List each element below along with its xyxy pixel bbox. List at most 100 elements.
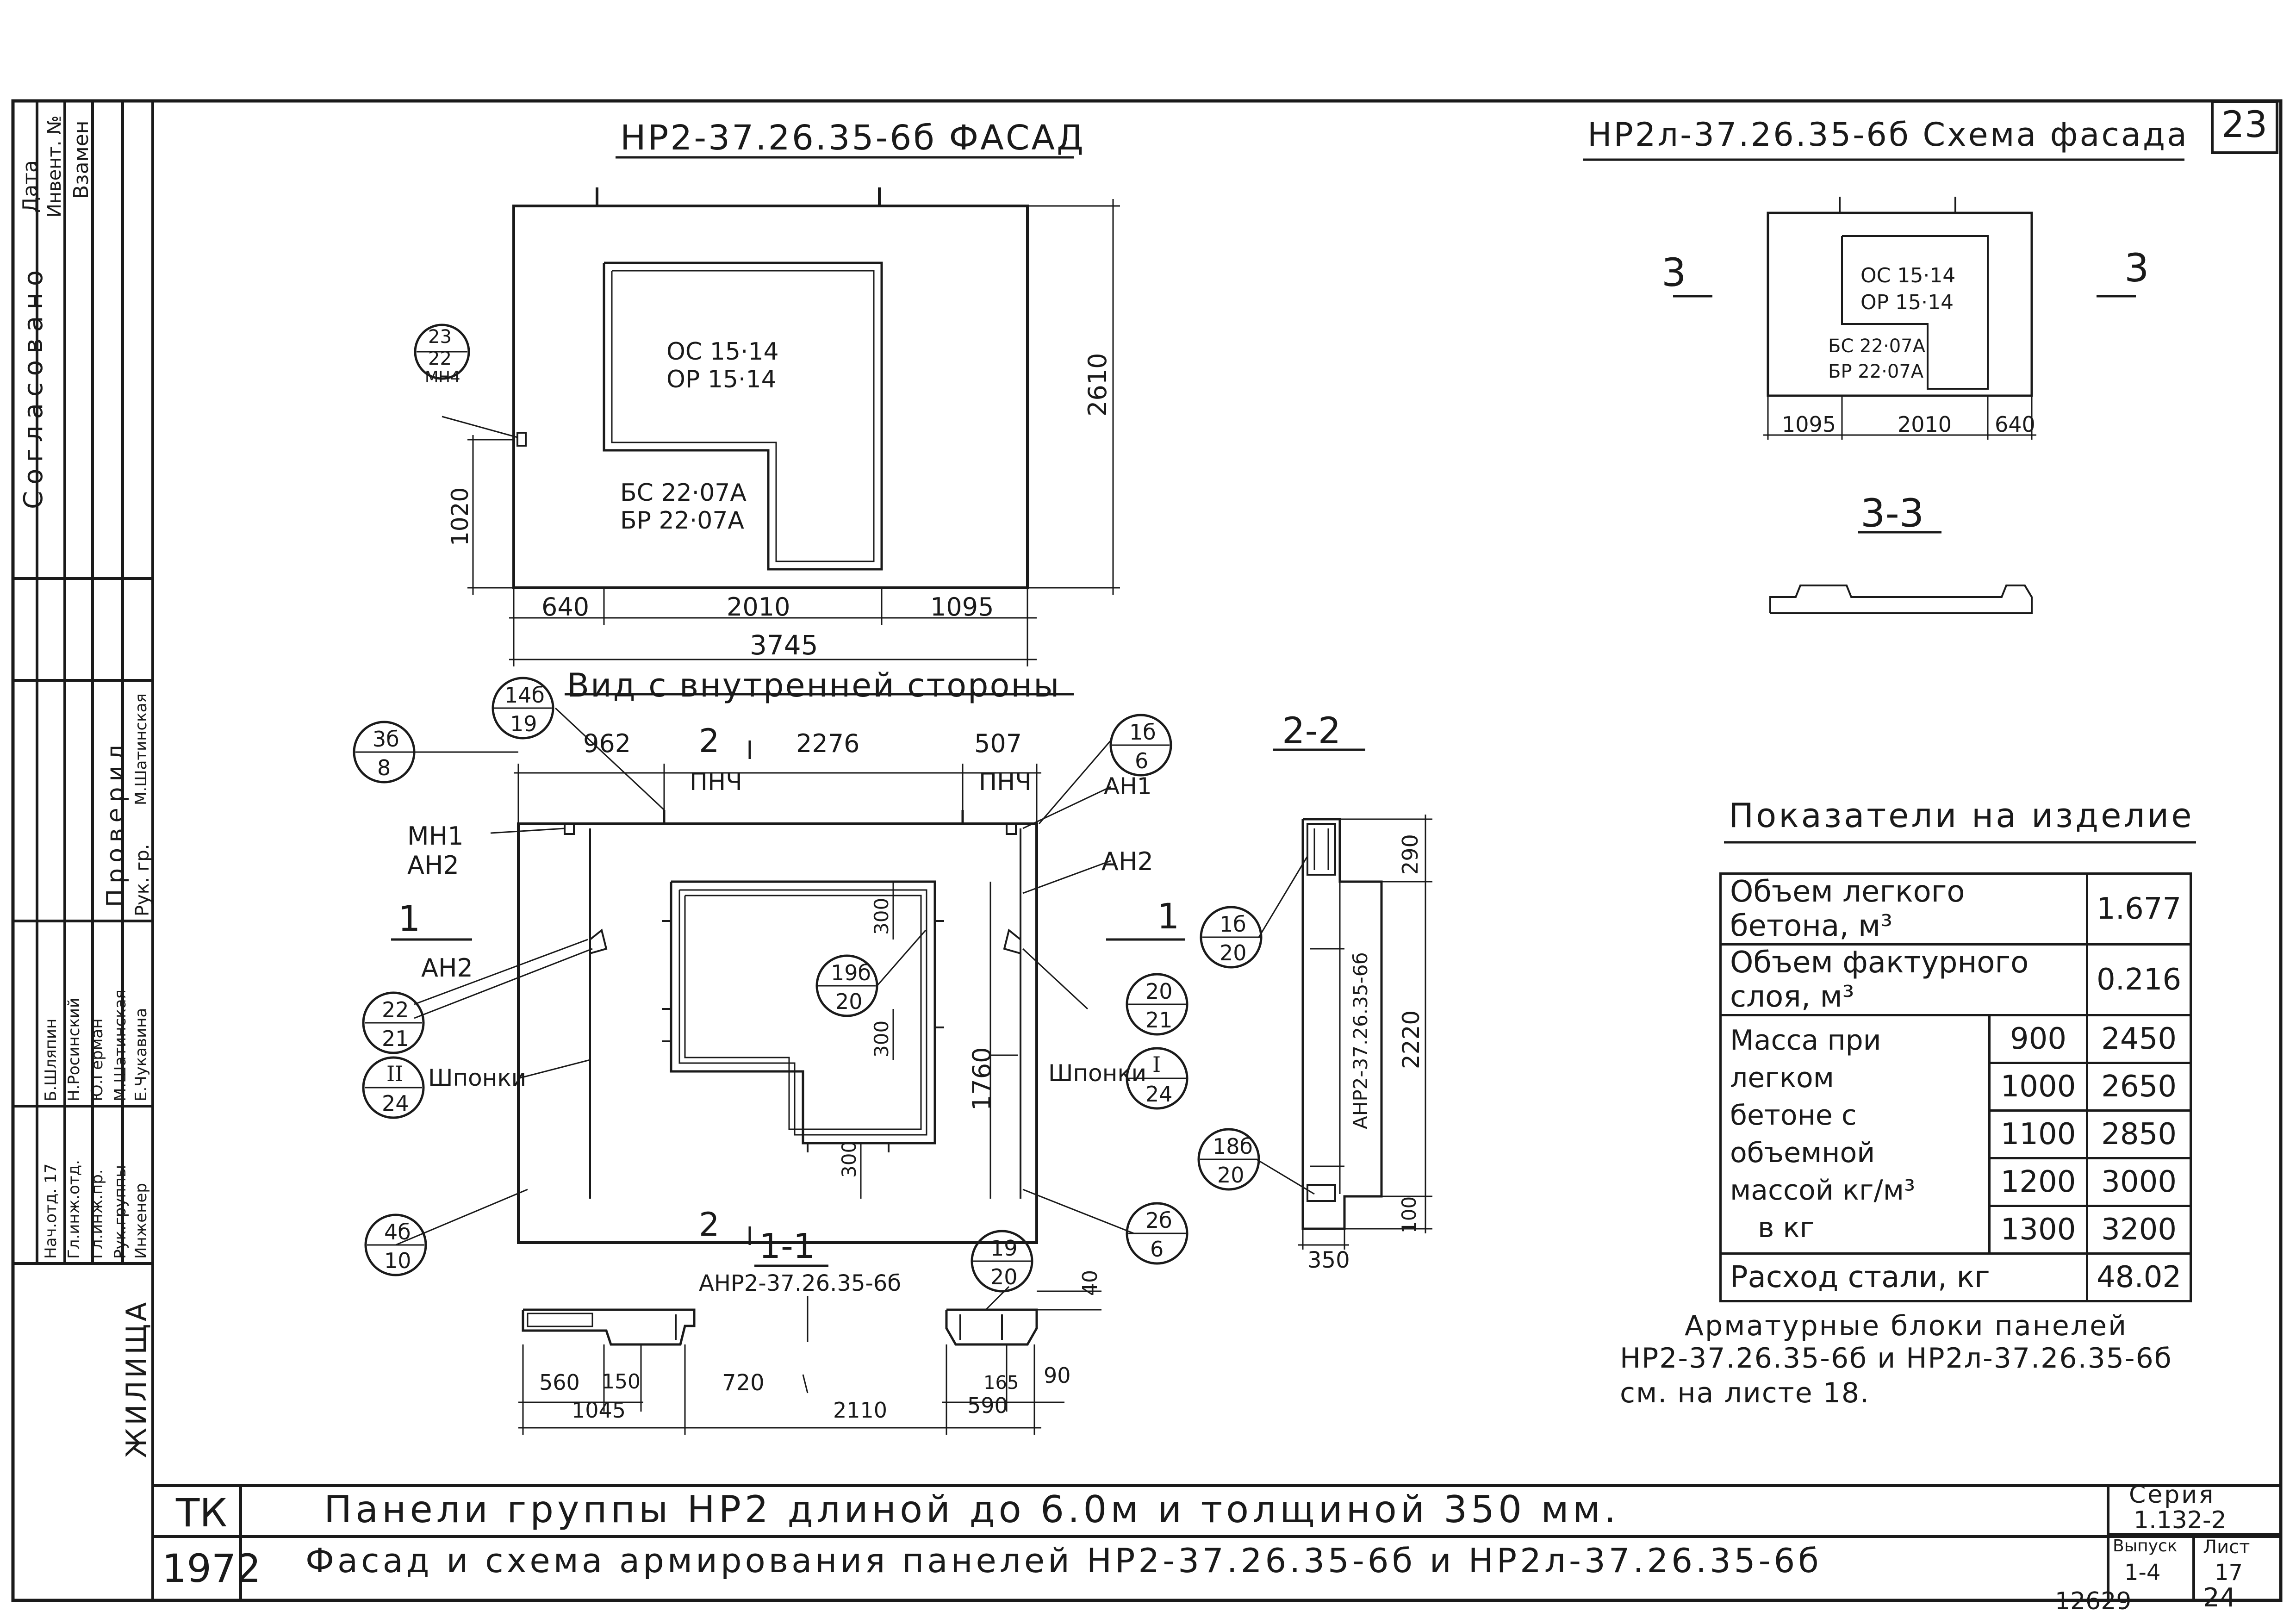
- section-1-right: 1: [1157, 896, 1180, 937]
- callout-22-top: 22: [382, 997, 409, 1022]
- dim-290: 290: [1398, 834, 1423, 875]
- inner-title: Вид с внутренней стороны: [567, 666, 1061, 704]
- stamp-inventory: Инвент. №: [44, 115, 65, 218]
- dim-2220: 2220: [1398, 1010, 1425, 1069]
- section-3-3-title: 3-3: [1860, 491, 1924, 536]
- dim-2010: 2010: [727, 592, 790, 622]
- sheet-value: 17: [2215, 1560, 2243, 1586]
- callout-14b-top: 14б: [504, 683, 545, 708]
- stamp-role-5: Инженер: [132, 1183, 150, 1259]
- stamp-date: Дата: [19, 160, 42, 213]
- dim-2610: 2610: [1083, 353, 1112, 417]
- dim-150: 150: [602, 1370, 641, 1394]
- mass-cell: 3000: [2085, 1157, 2192, 1207]
- mass-label-line: Масса при легком: [1730, 1024, 1881, 1094]
- table-row: 1000 2650: [1721, 1062, 2192, 1112]
- row-value: 1.677: [2085, 872, 2192, 946]
- table-row: 1300 3200: [1721, 1205, 2192, 1255]
- section-1-1-title: 1-1: [759, 1226, 815, 1266]
- stamp-name-4: М.Шатинская: [111, 989, 130, 1101]
- row-value: 0.216: [2085, 943, 2192, 1016]
- title-block-line-1: Панели группы НР2 длиной до 6.0м и толщи…: [324, 1488, 1620, 1531]
- mass-cell: 2650: [2085, 1062, 2192, 1112]
- label-an2-right: АН2: [1101, 847, 1153, 876]
- dim-40: 40: [1078, 1270, 1102, 1296]
- stamp-agreed: Согласовано: [19, 263, 49, 509]
- facade-door-label: БС 22·07А: [620, 479, 747, 507]
- dim-1045: 1045: [572, 1398, 626, 1423]
- sheet-number: 23: [2221, 104, 2268, 146]
- callout-I-bottom: 24: [1145, 1082, 1173, 1107]
- scheme-window-label: ОС 15·14: [1860, 264, 1956, 287]
- callout-II-top: II: [386, 1061, 404, 1086]
- dim-1020: 1020: [447, 487, 473, 546]
- section-2-top: 2: [699, 722, 720, 760]
- inner-dim-1760: 1760: [967, 1047, 996, 1111]
- title-block-year: 1972: [162, 1546, 261, 1591]
- inner-dim-507: 507: [974, 729, 1022, 758]
- callout-20-bottom: 21: [1145, 1008, 1173, 1033]
- label-shponki-right: Шпонки: [1048, 1060, 1147, 1087]
- table-row: 1100 2850: [1721, 1109, 2192, 1159]
- inner-dim-300-a: 300: [870, 897, 893, 935]
- callout-1b-bottom: 6: [1135, 748, 1149, 773]
- dim-590: 590: [967, 1393, 1008, 1418]
- stamp-name-1: Б.Шляпин: [42, 1018, 60, 1101]
- mass-cell: 2450: [2085, 1014, 2192, 1064]
- issue-label: Выпуск: [2113, 1537, 2178, 1556]
- table-row: Объем легкого бетона, м³ 1.677: [1719, 872, 2192, 946]
- issue-value: 1-4: [2124, 1560, 2161, 1586]
- stamp-role-4: Рук.группы: [111, 1165, 130, 1259]
- callout-19b-top: 19б: [831, 960, 871, 985]
- indicators-title: Показатели на изделие: [1729, 796, 2194, 835]
- dim-165: 165: [983, 1372, 1019, 1394]
- callout-19b-bottom: 20: [835, 989, 863, 1014]
- label-an2-left: АН2: [407, 851, 459, 880]
- callout-18b-top: 18б: [1213, 1134, 1253, 1159]
- density-cell: 1100: [1988, 1109, 2088, 1159]
- callout-22-bottom: 21: [382, 1026, 409, 1051]
- dim-640: 640: [541, 592, 590, 622]
- sheet-label: Лист: [2203, 1537, 2250, 1558]
- callout-2b-bottom: 6: [1150, 1237, 1164, 1262]
- title-block-tk: ТК: [176, 1490, 227, 1536]
- facade-window-label-2: ОР 15·14: [666, 366, 777, 393]
- mass-label-line: массой кг/м³: [1730, 1174, 1916, 1207]
- section-1-left: 1: [398, 898, 421, 939]
- callout-II-bottom: 24: [382, 1091, 409, 1116]
- table-row: Масса при легком бетоне с объемной массо…: [1719, 1014, 2192, 1255]
- callout-23-bottom: МН4: [425, 368, 460, 386]
- facade-title: НР2-37.26.35-6б ФАСАД: [620, 118, 1085, 158]
- pnch-left-label: ПНЧ: [690, 768, 742, 796]
- dim-2110: 2110: [833, 1398, 888, 1423]
- mass-label-line: бетоне с объемной: [1730, 1099, 1875, 1169]
- section-3-left: 3: [1661, 250, 1686, 295]
- callout-1b20-top: 1б: [1220, 912, 1246, 937]
- mass-cell: 2850: [2085, 1109, 2192, 1159]
- label-an2-left-lower: АН2: [421, 953, 473, 983]
- density-cell: 1000: [1988, 1062, 2088, 1112]
- series-value: 1.132-2: [2134, 1506, 2227, 1534]
- table-row: 1200 3000: [1721, 1157, 2192, 1207]
- scheme-door-label: БС 22·07А: [1828, 336, 1925, 357]
- section-3-right: 3: [2124, 245, 2149, 291]
- label-mn1: МН1: [407, 821, 464, 851]
- inner-dim-2276: 2276: [796, 729, 860, 758]
- callout-1b-top: 1б: [1129, 720, 1156, 745]
- title-block-line-2: Фасад и схема армирования панелей НР2-37…: [305, 1541, 1822, 1580]
- row-value: 48.02: [2085, 1252, 2192, 1302]
- bottom-note: 12629: [2055, 1587, 2132, 1615]
- callout-3b-bottom: 8: [377, 755, 391, 780]
- density-cell: 1200: [1988, 1157, 2088, 1207]
- dim-90: 90: [1044, 1363, 1071, 1388]
- scheme-door-label-2: БР 22·07А: [1828, 361, 1924, 382]
- stamp-checked: Проверил: [102, 739, 130, 907]
- scheme-title: НР2л-37.26.35-6б Схема фасада: [1587, 116, 2189, 154]
- stamp-role-3: Гл.инж.пр.: [88, 1169, 106, 1259]
- table-row: Объем фактурного слоя, м³ 0.216: [1719, 943, 2192, 1016]
- dim-100: 100: [1398, 1196, 1420, 1233]
- callout-4b-bottom: 10: [384, 1248, 411, 1273]
- dim-3745: 3745: [750, 629, 818, 661]
- stamp-replaces: Взамен: [69, 120, 93, 199]
